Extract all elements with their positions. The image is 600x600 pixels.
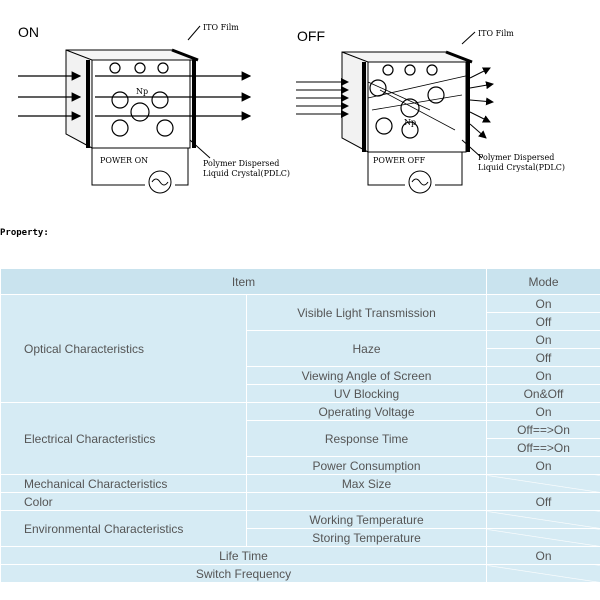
item-storing-temp: Storing Temperature	[246, 528, 487, 547]
category-environmental: Environmental Characteristics	[0, 510, 247, 547]
header-mode: Mode	[486, 268, 600, 295]
table-row: Power Consumption On	[1, 456, 600, 475]
mode-cell: On	[486, 330, 600, 349]
table-row: UV Blocking On&Off	[1, 384, 600, 403]
category-switch-frequency: Switch Frequency	[0, 564, 487, 583]
on-pdlc-line2: Liquid Crystal(PDLC)	[203, 169, 290, 178]
pdlc-diagram: ON Np POWER ON ITO Film Polymer Disperse…	[18, 23, 565, 194]
category-color: Color	[0, 492, 247, 511]
off-circuit	[367, 152, 463, 194]
on-ito-film: ITO Film	[203, 23, 239, 32]
on-circuit	[91, 148, 189, 194]
on-label: ON	[18, 24, 39, 40]
item-viewing-angle: Viewing Angle of Screen	[246, 366, 487, 385]
table-row: Mechanical Characteristics Max Size	[0, 474, 600, 493]
mode-cell: On	[486, 546, 600, 565]
table-row: Response Time Off==>On	[1, 420, 600, 457]
item-working-temp: Working Temperature	[246, 510, 487, 529]
mode-cell-empty	[486, 474, 600, 493]
mode-cell: On	[486, 294, 600, 313]
mode-cell: Off==>On	[486, 438, 600, 457]
table-row: Life Time On	[0, 546, 600, 565]
mode-cell: Off	[486, 348, 600, 367]
item-uv-blocking: UV Blocking	[246, 384, 487, 403]
item-haze: Haze	[246, 330, 487, 367]
off-pdlc-line2: Liquid Crystal(PDLC)	[478, 163, 565, 172]
table-row: Color Off	[0, 492, 600, 511]
on-np-label: Np	[136, 87, 148, 96]
category-life-time: Life Time	[0, 546, 487, 565]
table-row: Storing Temperature	[1, 528, 600, 547]
power-off-label: POWER OFF	[373, 156, 426, 165]
mode-cell: On	[486, 402, 600, 421]
on-pdlc-line1: Polymer Dispersed	[203, 159, 279, 168]
table-row: Off	[1, 312, 600, 331]
off-label: OFF	[297, 28, 325, 44]
table-row: Switch Frequency	[0, 564, 600, 583]
mode-cell: On&Off	[486, 384, 600, 403]
table-row: Environmental Characteristics Working Te…	[0, 510, 600, 547]
off-ito-film: ITO Film	[478, 29, 514, 38]
off-light-arrows	[296, 78, 349, 118]
mode-cell: On	[486, 456, 600, 475]
mode-cell-empty	[486, 510, 600, 529]
off-cell-box	[341, 50, 473, 153]
table-row: Off==>On	[1, 438, 600, 457]
category-mechanical: Mechanical Characteristics	[0, 474, 247, 493]
mode-cell: On	[486, 366, 600, 385]
on-light-arrows	[18, 71, 252, 121]
table-row: Optical Characteristics Visible Light Tr…	[0, 294, 600, 403]
off-pdlc-line1: Polymer Dispersed	[478, 153, 554, 162]
spec-table: Item Mode Optical Characteristics Visibl…	[0, 268, 600, 583]
category-optical: Optical Characteristics	[0, 294, 247, 403]
item-response-time: Response Time	[246, 420, 487, 457]
mode-cell-empty	[486, 528, 600, 547]
table-row: Haze On	[1, 330, 600, 367]
item-visible-light: Visible Light Transmission	[246, 294, 487, 331]
item-max-size: Max Size	[246, 474, 487, 493]
off-np-label: Np	[404, 118, 416, 127]
off-exit-arrows	[469, 67, 494, 139]
on-cell-box	[65, 48, 199, 149]
item-operating-voltage: Operating Voltage	[246, 402, 487, 421]
category-electrical: Electrical Characteristics	[0, 402, 247, 475]
off-scatter-lines	[367, 74, 471, 131]
mode-cell: Off	[486, 312, 600, 331]
mode-cell: Off==>On	[486, 420, 600, 439]
property-heading: Property:	[0, 228, 49, 238]
header-item: Item	[0, 268, 487, 295]
item-color-empty	[246, 492, 487, 511]
mode-cell: Off	[486, 492, 600, 511]
item-power-consumption: Power Consumption	[246, 456, 487, 475]
table-row: Viewing Angle of Screen On	[1, 366, 600, 385]
table-row: Electrical Characteristics Operating Vol…	[0, 402, 600, 475]
power-on-label: POWER ON	[100, 156, 148, 165]
table-header-row: Item Mode	[0, 268, 600, 295]
mode-cell-empty	[486, 564, 600, 583]
